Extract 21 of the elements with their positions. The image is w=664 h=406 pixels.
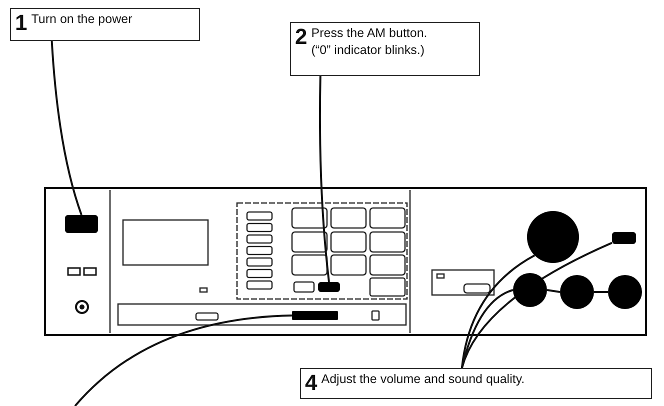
callout-box	[10, 8, 200, 41]
leader-line	[318, 76, 330, 282]
callout-box	[290, 22, 480, 76]
step-number: 4	[305, 371, 318, 395]
leader-line	[460, 289, 514, 368]
control-button	[318, 282, 340, 292]
leader-line	[460, 254, 536, 368]
step-number: 2	[295, 25, 308, 49]
leader-line	[50, 40, 82, 216]
control-button	[65, 215, 98, 233]
instruction-text: (“0” indicator blinks.)	[311, 42, 426, 59]
tuning-knob	[292, 311, 338, 320]
callout-box	[300, 368, 652, 399]
instruction-text: Press the AM button.	[311, 25, 428, 42]
instruction-text: Adjust the volume and sound quality.	[321, 371, 525, 388]
leader-line	[594, 291, 608, 293]
control-button	[612, 232, 636, 244]
leader-line	[74, 314, 292, 406]
instruction-text: Turn on the power	[31, 11, 132, 28]
step-number: 1	[15, 11, 28, 35]
leader-line	[546, 289, 560, 293]
